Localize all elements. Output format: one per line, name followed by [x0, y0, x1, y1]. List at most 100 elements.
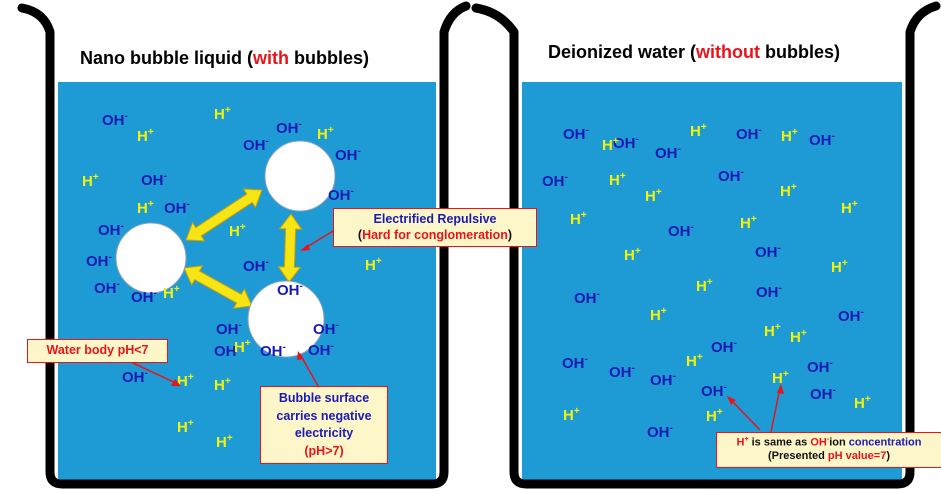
callout-surface-line4: (pH>7)	[304, 443, 344, 458]
hydroxide-ion-label: OH-	[277, 281, 303, 299]
hydroxide-ion-label: OH-	[613, 134, 639, 152]
hydrogen-ion-label: H+	[609, 171, 626, 189]
hydrogen-ion-label: H+	[216, 433, 233, 451]
right-water	[522, 82, 902, 482]
hydroxide-ion-label: OH-	[276, 119, 302, 137]
left-title-suffix: bubbles)	[288, 48, 369, 68]
hydroxide-ion-label: OH-	[809, 131, 835, 149]
hydrogen-ion-label: H+	[570, 210, 587, 228]
hydroxide-ion-label: OH-	[141, 171, 167, 189]
hydroxide-ion-label: OH-	[86, 252, 112, 270]
hydroxide-ion-label: OH-	[718, 167, 744, 185]
right-beaker	[471, 1, 941, 489]
callout-surface-line1: Bubble surface	[278, 391, 370, 405]
hydroxide-ion-label: OH-	[647, 423, 673, 441]
pointer-oh	[729, 398, 761, 431]
hydroxide-ion-label: OH-	[609, 363, 635, 381]
callout-water-ph-text: Water body pH<7	[46, 343, 149, 357]
hydroxide-ion-label: OH-	[308, 341, 334, 359]
hydroxide-ion-label: OH-	[98, 221, 124, 239]
hydroxide-ion-label: OH-	[214, 342, 240, 360]
hydrogen-ion-label: H+	[780, 182, 797, 200]
hydrogen-ion-label: H+	[841, 199, 858, 217]
hydrogen-ion-label: H+	[163, 284, 180, 302]
right-beaker-outline	[471, 1, 941, 489]
hydrogen-ion-label: H+	[696, 277, 713, 295]
hydrogen-ion-label: H+	[137, 127, 154, 145]
left-beaker	[17, 1, 471, 489]
hydrogen-ion-label: H+	[764, 322, 781, 340]
repulsion-arrows	[183, 188, 303, 309]
callout-repulsive: Electrified Repulsive (Hard for conglome…	[333, 208, 537, 248]
hydroxide-ion-label: OH-	[668, 222, 694, 240]
hydrogen-ion-label: H+	[214, 105, 231, 123]
hydrogen-ion-label: H+	[563, 406, 580, 424]
callout-surface: Bubble surface carries negative electric…	[260, 386, 388, 464]
hydroxide-ion-label: OH-	[807, 358, 833, 376]
left-beaker-outline	[17, 1, 471, 489]
hydrogen-ion-label: H+	[229, 222, 246, 240]
callout-repulsive-line1: Electrified Repulsive	[373, 212, 497, 226]
hydrogen-ion-label: H+	[214, 376, 231, 394]
callout-repulsive-red: Hard for conglomeration	[362, 227, 508, 242]
hydroxide-ion-label: OH-	[122, 368, 148, 386]
pointer-h-head	[777, 384, 784, 394]
hydrogen-ion-label: H+	[740, 214, 757, 232]
hydrogen-ion-label: H+	[650, 306, 667, 324]
hydroxide-ion-label: OH-	[701, 382, 727, 400]
hydrogen-ion-label: H+	[177, 372, 194, 390]
hydroxide-ion-label: OH-	[94, 279, 120, 297]
hydroxide-ion-label: OH-	[563, 125, 589, 143]
hydrogen-ion-label: H+	[624, 246, 641, 264]
repulsion-arrow-top-left	[185, 188, 263, 242]
hydrogen-ion-label: H+	[137, 199, 154, 217]
right-title: Deionized water (without bubbles)	[548, 42, 840, 63]
hydroxide-ion-label: OH-	[243, 257, 269, 275]
hydrogen-ion-label: H+	[686, 352, 703, 370]
bubble-left	[115, 222, 187, 294]
hydroxide-ion-label: OH-	[542, 172, 568, 190]
hydroxide-ion-label: OH-	[328, 186, 354, 204]
hydrogen-ion-label: H+	[177, 418, 194, 436]
hydrogen-ion-label: H+	[365, 256, 382, 274]
pointer-surface	[299, 353, 319, 387]
hydrogen-ion-label: H+	[645, 187, 662, 205]
hydroxide-ion-label: OH-	[313, 320, 339, 338]
hydroxide-ion-label: OH-	[650, 371, 676, 389]
hydroxide-ion-label: OH-	[260, 342, 286, 360]
hydrogen-ion-label: H+	[790, 328, 807, 346]
callout-neutral: H+ is same as OH-ion concentration (Pres…	[716, 432, 941, 469]
pointer-surface-head	[297, 351, 304, 360]
callout-surface-line3: electricity	[294, 426, 354, 440]
right-title-highlight: without	[696, 42, 761, 62]
hydroxide-ion-label: OH-	[711, 338, 737, 356]
ion-labels: OH- OH- OH- OH- OH- OH- OH- OH- OH- OH- OH- OH- OH- O…	[82, 105, 871, 451]
hydroxide-ion-label: OH-	[838, 307, 864, 325]
left-title: Nano bubble liquid (with bubbles)	[80, 48, 369, 69]
bubble-right	[247, 280, 325, 358]
pointer-oh-head	[727, 396, 736, 405]
left-title-highlight: with	[252, 48, 289, 68]
callout-repulsive-line2: (Hard for conglomeration)	[357, 227, 513, 242]
hydroxide-ion-label: OH-	[655, 144, 681, 162]
hydrogen-ion-label: H+	[706, 407, 723, 425]
right-title-suffix: bubbles)	[760, 42, 841, 62]
hydroxide-ion-label: OH-	[756, 283, 782, 301]
hydroxide-ion-label: OH-	[736, 125, 762, 143]
left-title-prefix: Nano bubble liquid (	[80, 48, 253, 68]
hydrogen-ion-label: H+	[317, 125, 334, 143]
hydroxide-ion-label: OH-	[810, 385, 836, 403]
hydroxide-ion-label: OH-	[562, 354, 588, 372]
hydroxide-ion-label: OH-	[216, 320, 242, 338]
callout-neutral-line1: H+ is same as OH-ion concentration	[736, 436, 922, 449]
hydroxide-ion-label: OH-	[335, 146, 361, 164]
pointer-h	[770, 387, 781, 433]
hydrogen-ion-label: H+	[82, 172, 99, 190]
hydrogen-ion-label: H+	[831, 258, 848, 276]
callout-surface-line2: carries negative	[276, 408, 372, 423]
pointer-water-ph-head	[171, 379, 181, 386]
hydrogen-ion-label: H+	[772, 369, 789, 387]
bubble-top	[264, 140, 336, 212]
hydrogen-ion-label: H+	[690, 122, 707, 140]
